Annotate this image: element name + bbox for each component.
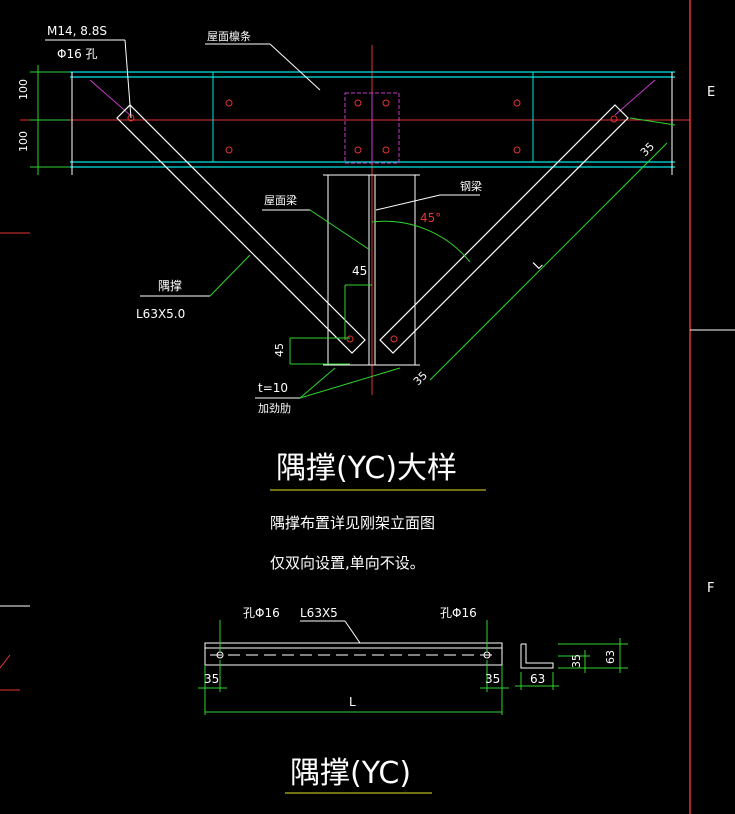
axis-label-f: F xyxy=(707,581,714,596)
hole-spec-label: Φ16 孔 xyxy=(57,47,98,61)
angle-section xyxy=(520,643,554,669)
roof-beam-label: 屋面梁 xyxy=(264,193,297,207)
brace-left-hole-bottom xyxy=(346,335,354,343)
stiffener-leader-1 xyxy=(299,367,336,399)
bolt-hole xyxy=(225,146,233,154)
dim-35-right-ext xyxy=(629,117,676,126)
stiffener-leader-2 xyxy=(299,367,401,399)
hidden-line-left xyxy=(89,79,131,116)
brace-spec-label: L63X5.0 xyxy=(136,307,185,321)
dim-L-line xyxy=(429,142,668,381)
bolt-spec-label: M14, 8.8S xyxy=(47,24,107,38)
section-dim-63-side: 63 xyxy=(604,650,617,664)
note-line-1: 隅撑布置详见刚架立面图 xyxy=(270,514,435,532)
left-mark-1 xyxy=(0,654,11,669)
brace-right-hole-top xyxy=(610,115,618,123)
stiffener-label: 加劲肋 xyxy=(258,401,291,415)
member-spec-leader xyxy=(344,620,361,644)
dim-45-h-label: 45 xyxy=(352,264,367,278)
brace-left xyxy=(116,104,366,354)
steel-beam-label: 钢梁 xyxy=(460,179,482,193)
dim-35-right-member-label: 35 xyxy=(485,672,500,686)
dim-L-label: L xyxy=(530,257,545,272)
bolt-hole xyxy=(382,99,390,107)
roof-beam-leader xyxy=(309,209,371,251)
purlin-label: 屋面檩条 xyxy=(207,29,251,43)
purlin-leader xyxy=(269,43,321,91)
member-spec-label: L63X5 xyxy=(300,606,338,620)
brace-label: 隅撑 xyxy=(158,278,182,293)
hidden-line-right xyxy=(614,79,656,116)
steel-beam-leader xyxy=(375,194,441,211)
detail-title: 隅撑(YC)大样 xyxy=(276,451,457,486)
bolt-leader xyxy=(124,39,132,119)
connection-plate xyxy=(212,71,534,163)
section-dim-63-bottom: 63 xyxy=(530,672,545,686)
axis-label-e: E xyxy=(707,85,715,100)
member-title: 隅撑(YC) xyxy=(290,756,411,791)
note-line-2: 仅双向设置,单向不设。 xyxy=(270,554,425,572)
brace-leader xyxy=(209,254,251,297)
dim-L-member-label: L xyxy=(349,695,356,709)
plate-bolt-holes xyxy=(225,99,521,154)
bolt-hole xyxy=(354,99,362,107)
dim-45-v-label: 45 xyxy=(273,343,286,357)
angle-label: 45° xyxy=(420,211,441,225)
section-dim-35: 35 xyxy=(570,654,583,668)
dim-100-bottom: 100 xyxy=(17,131,30,152)
member-body xyxy=(204,642,503,666)
bolt-hole xyxy=(354,146,362,154)
angle-arc xyxy=(371,220,471,263)
column-web xyxy=(368,174,376,366)
bolt-hole xyxy=(225,99,233,107)
hole-left-label: 孔Φ16 xyxy=(243,606,280,620)
dim-100-top: 100 xyxy=(17,79,30,100)
dim-35-left-label: 35 xyxy=(204,672,219,686)
bolt-hole xyxy=(382,146,390,154)
bolt-hole xyxy=(513,146,521,154)
dim-35-bottom-label: 35 xyxy=(411,369,430,388)
hole-right-label: 孔Φ16 xyxy=(440,606,477,620)
brace-right xyxy=(379,104,629,354)
stiffener-thickness-label: t=10 xyxy=(258,381,288,395)
bolt-hole xyxy=(513,99,521,107)
brace-right-hole-bottom xyxy=(390,335,398,343)
